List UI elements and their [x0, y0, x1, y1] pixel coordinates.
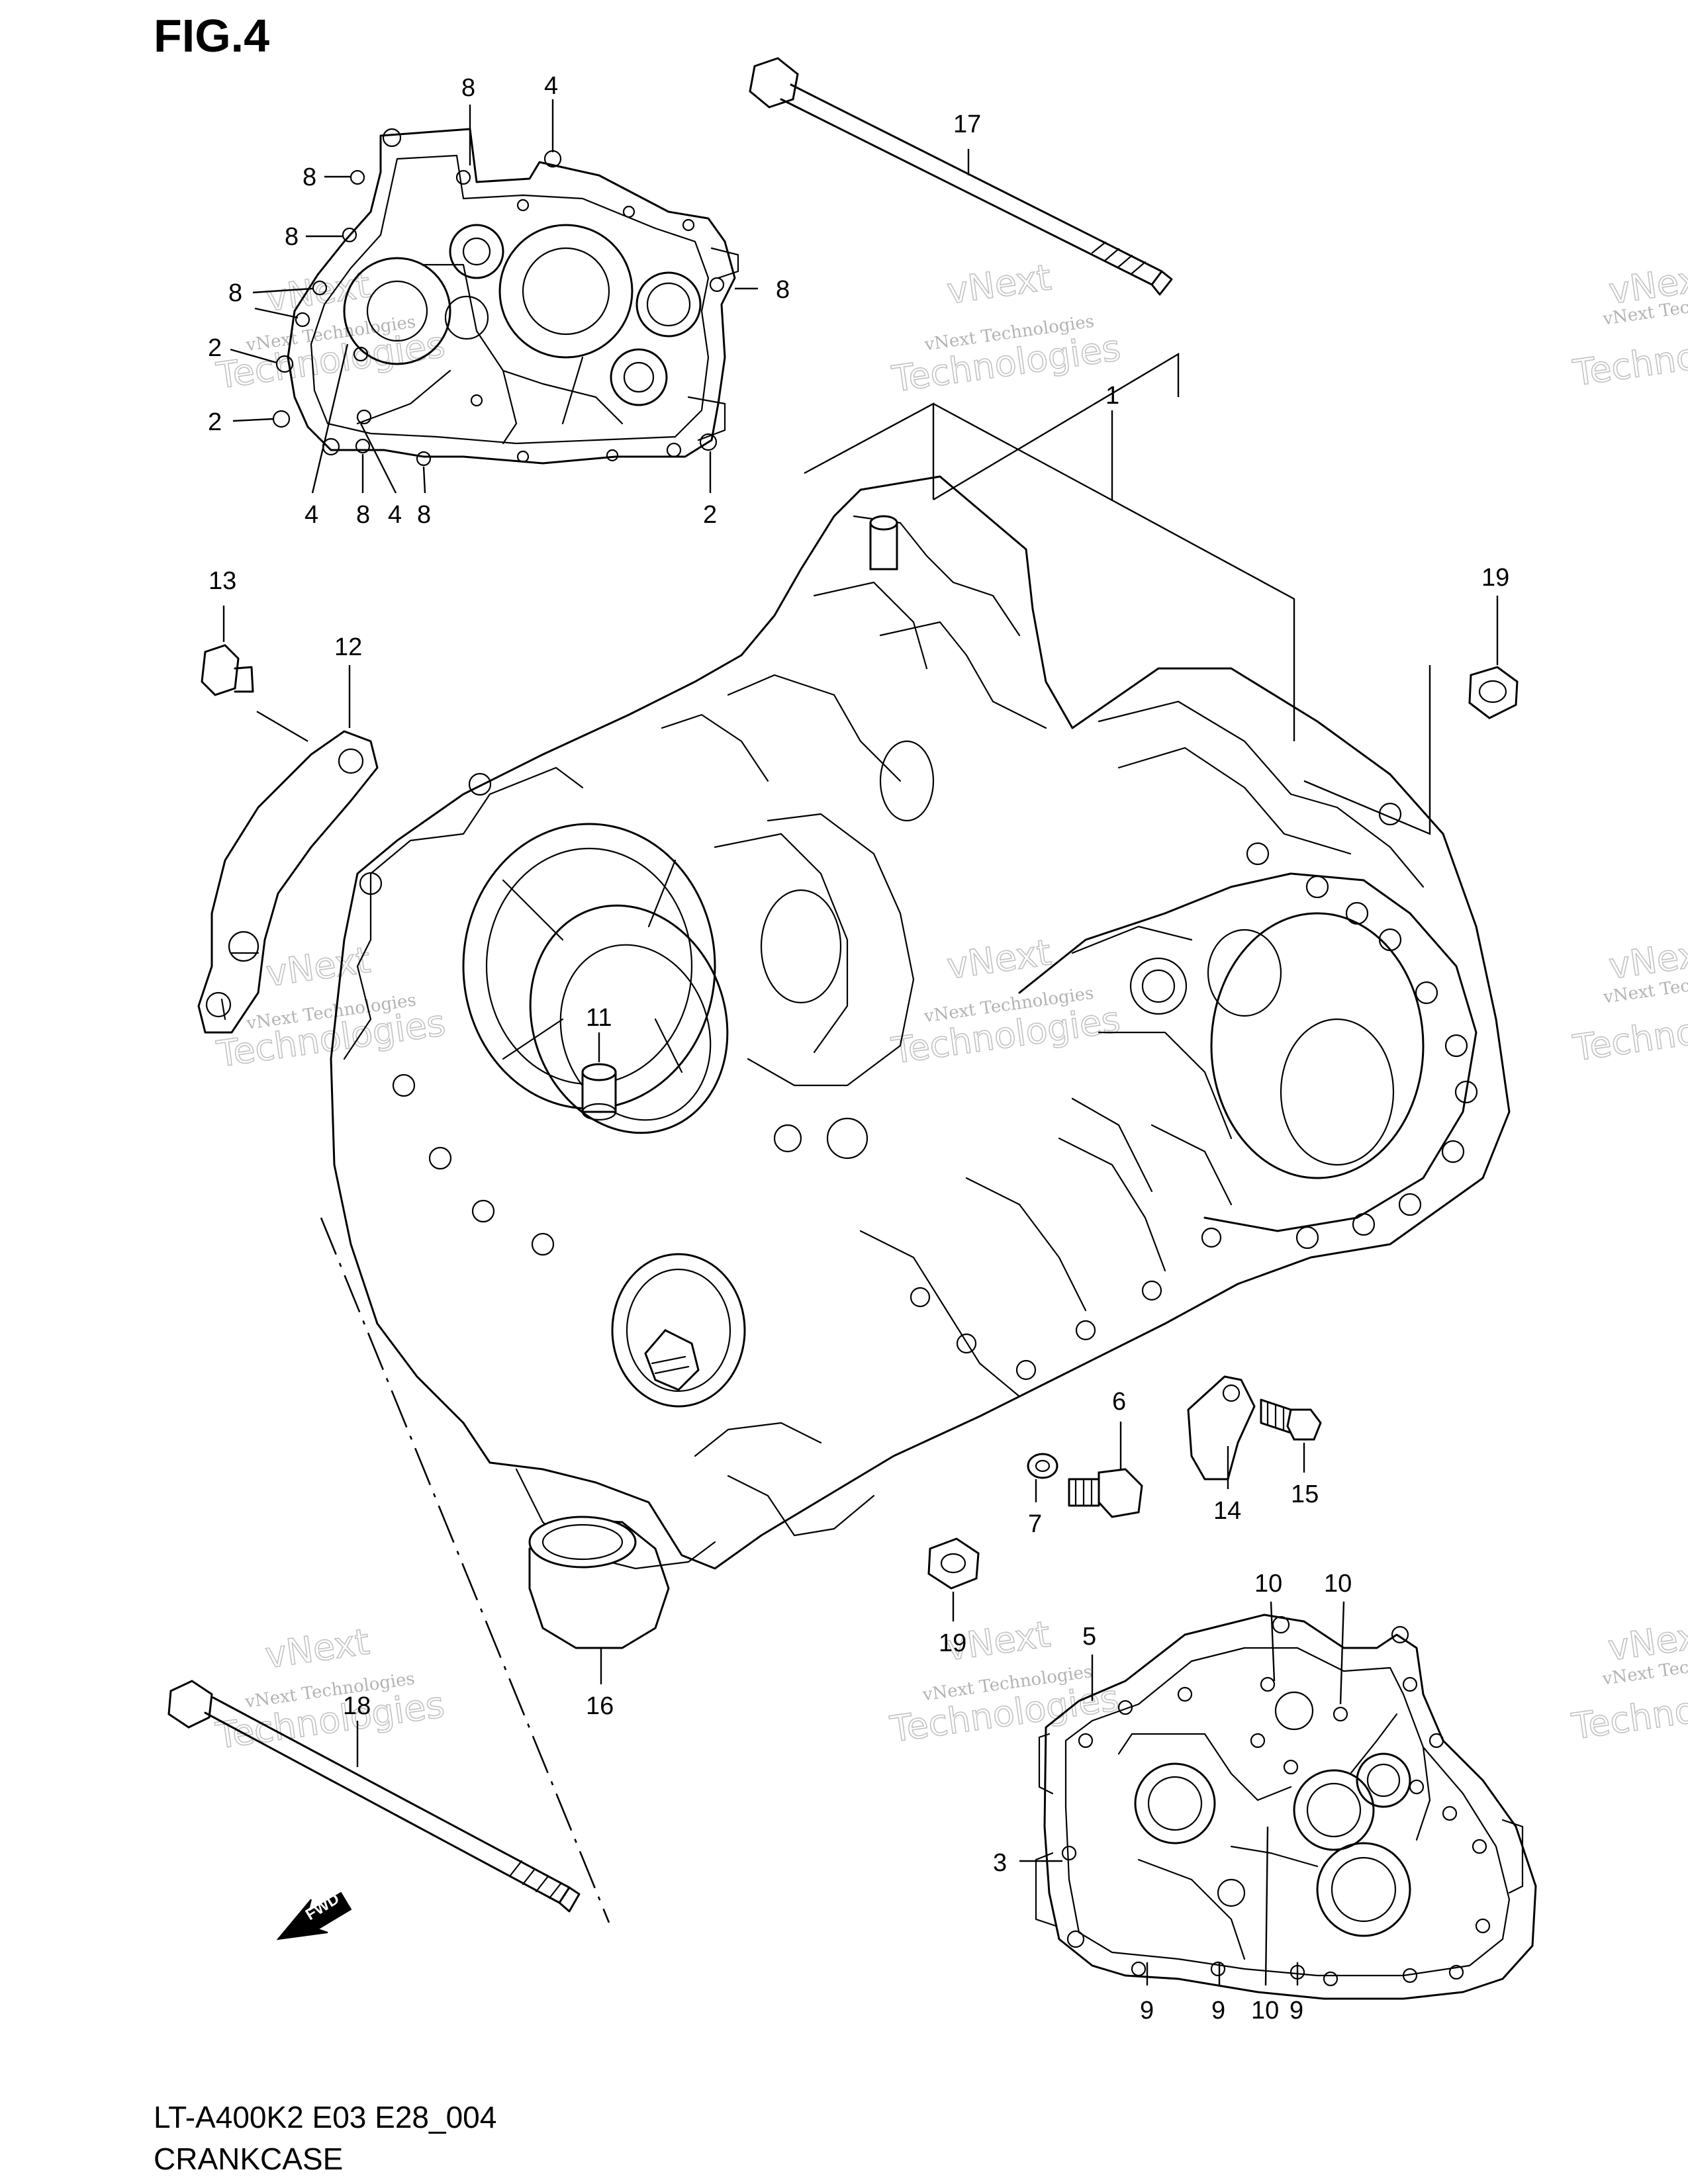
- cap-16: 16: [528, 1516, 670, 1720]
- inset-left-case-half: 8 4 8 8 8 8 2 2 4 8 4 8 2: [208, 72, 790, 529]
- svg-text:Technologies: Technologies: [1570, 996, 1688, 1069]
- callout-2: 2: [208, 334, 222, 362]
- forward-arrow-icon: FWD: [276, 1889, 352, 1940]
- callout-11: 11: [586, 1004, 612, 1032]
- callout-group-1: 1: [804, 352, 1295, 741]
- callout-17: 17: [953, 111, 981, 138]
- callout-4: 4: [544, 72, 558, 100]
- callout-8: 8: [461, 74, 475, 102]
- callout-8: 8: [356, 501, 370, 529]
- svg-text:vNext: vNext: [945, 256, 1054, 312]
- callout-13: 13: [209, 567, 236, 595]
- crankcase-bolt-18: 18: [167, 1217, 610, 1923]
- callout-1: 1: [1105, 382, 1119, 410]
- svg-text:vNext: vNext: [263, 264, 373, 320]
- callout-7: 7: [1028, 1510, 1042, 1538]
- callout-3: 3: [993, 1849, 1007, 1877]
- watermarks: vNext vNext Technologies Technologies vN…: [212, 256, 1688, 1758]
- callout-8: 8: [417, 501, 431, 529]
- nut-19-upper: 19: [1303, 564, 1519, 835]
- callout-4: 4: [305, 501, 318, 529]
- callout-10: 10: [1324, 1570, 1352, 1598]
- callout-19: 19: [939, 1629, 966, 1657]
- inset-right-case-half: 5 10 10 3 9 9 10 9: [993, 1570, 1537, 2025]
- callout-5: 5: [1082, 1623, 1096, 1651]
- callout-6: 6: [1112, 1388, 1126, 1416]
- callout-15: 15: [1291, 1480, 1319, 1508]
- svg-text:vNext: vNext: [263, 1621, 372, 1676]
- callout-9: 9: [1140, 1997, 1154, 2025]
- callout-8: 8: [228, 279, 242, 307]
- gasket-12-and-bolt-13: 12 13: [197, 567, 379, 1034]
- callout-9: 9: [1211, 1997, 1225, 2025]
- callout-2: 2: [703, 501, 717, 529]
- crankcase-bolt-17: 17: [749, 57, 1173, 296]
- callout-2: 2: [208, 408, 222, 436]
- callout-12: 12: [334, 633, 362, 661]
- callout-8: 8: [285, 223, 299, 251]
- callout-10: 10: [1254, 1570, 1282, 1598]
- callout-18: 18: [343, 1692, 371, 1720]
- callout-4: 4: [388, 501, 402, 529]
- bolt-6-washer-7: 7 6: [1027, 1388, 1143, 1538]
- plate-14-bolt-15: 14 15: [1187, 1375, 1322, 1525]
- svg-text:vNext: vNext: [263, 939, 373, 995]
- figure-title: FIG.4: [154, 10, 269, 62]
- callout-10: 10: [1251, 1997, 1279, 2025]
- callout-8: 8: [776, 276, 790, 304]
- nut-19-lower: 19: [927, 1537, 980, 1657]
- svg-text:Technologies: Technologies: [1570, 321, 1688, 394]
- figure-name: CRANKCASE: [154, 2142, 343, 2176]
- callout-16: 16: [586, 1692, 614, 1720]
- figure-code: LT-A400K2 E03 E28_004: [154, 2100, 496, 2134]
- callout-19: 19: [1481, 564, 1509, 592]
- callout-9: 9: [1289, 1997, 1303, 2025]
- callout-14: 14: [1213, 1497, 1241, 1525]
- crankcase-main-assembly: 11: [330, 475, 1511, 1570]
- callout-8: 8: [303, 163, 316, 191]
